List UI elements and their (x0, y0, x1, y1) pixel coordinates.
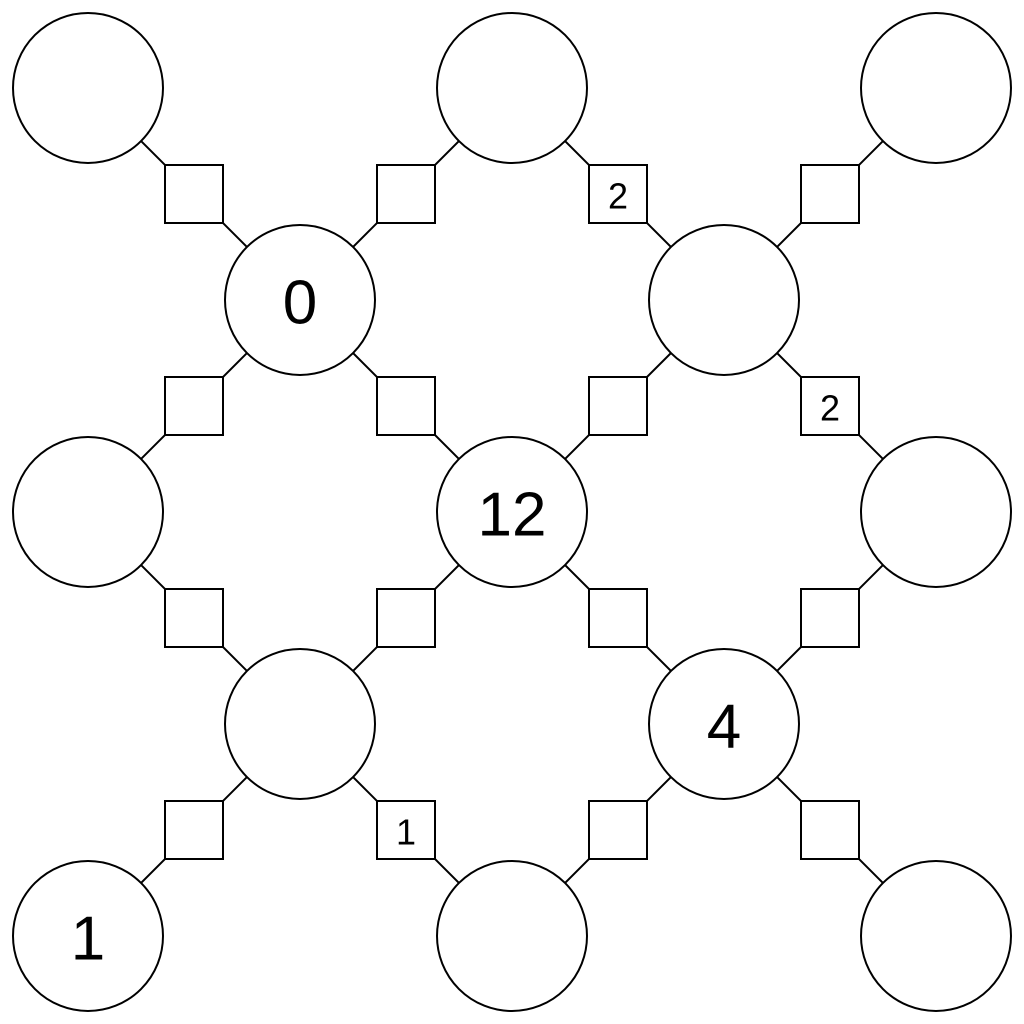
edge: 2 (511, 87, 725, 301)
node-circle[interactable] (224, 648, 376, 800)
node-label: 0 (283, 269, 317, 338)
edge-box[interactable] (376, 800, 436, 860)
node-circle[interactable] (12, 860, 164, 1012)
node (860, 436, 1012, 588)
edge-box[interactable] (164, 588, 224, 648)
node (436, 12, 588, 164)
edge-box[interactable] (164, 800, 224, 860)
node-circle[interactable] (860, 860, 1012, 1012)
edge-box[interactable] (588, 164, 648, 224)
edge-box-label: 2 (820, 388, 840, 429)
node: 0 (224, 224, 376, 376)
node (436, 860, 588, 1012)
node (12, 436, 164, 588)
node-label: 4 (707, 693, 741, 762)
edge-box[interactable] (164, 376, 224, 436)
node (224, 648, 376, 800)
edges-layer: 2 2 1 (87, 87, 937, 937)
node-circle[interactable] (436, 12, 588, 164)
node-label: 1 (71, 905, 105, 974)
node: 12 (436, 436, 588, 588)
edge (723, 87, 937, 301)
node: 4 (648, 648, 800, 800)
edge-box[interactable] (800, 800, 860, 860)
node-label: 12 (478, 481, 547, 550)
edge-box[interactable] (800, 164, 860, 224)
node-circle[interactable] (436, 436, 588, 588)
edge-box[interactable] (800, 588, 860, 648)
node-circle[interactable] (224, 224, 376, 376)
node-circle[interactable] (12, 12, 164, 164)
edge-box[interactable] (588, 588, 648, 648)
edge-box[interactable] (376, 588, 436, 648)
node-circle[interactable] (860, 436, 1012, 588)
edge-box-label: 1 (396, 812, 416, 853)
edge-box[interactable] (376, 376, 436, 436)
edge-box[interactable] (164, 164, 224, 224)
node-circle[interactable] (12, 436, 164, 588)
edge-box[interactable] (800, 376, 860, 436)
node-circle[interactable] (860, 12, 1012, 164)
node-circle[interactable] (648, 648, 800, 800)
node-circle[interactable] (648, 224, 800, 376)
node (860, 12, 1012, 164)
edge-box[interactable] (588, 376, 648, 436)
edge-box-label: 2 (608, 176, 628, 217)
edge-box[interactable] (376, 164, 436, 224)
node (12, 12, 164, 164)
edge-box[interactable] (588, 800, 648, 860)
node (860, 860, 1012, 1012)
node: 1 (12, 860, 164, 1012)
edge (511, 723, 725, 937)
node (648, 224, 800, 376)
node-circle[interactable] (436, 860, 588, 1012)
